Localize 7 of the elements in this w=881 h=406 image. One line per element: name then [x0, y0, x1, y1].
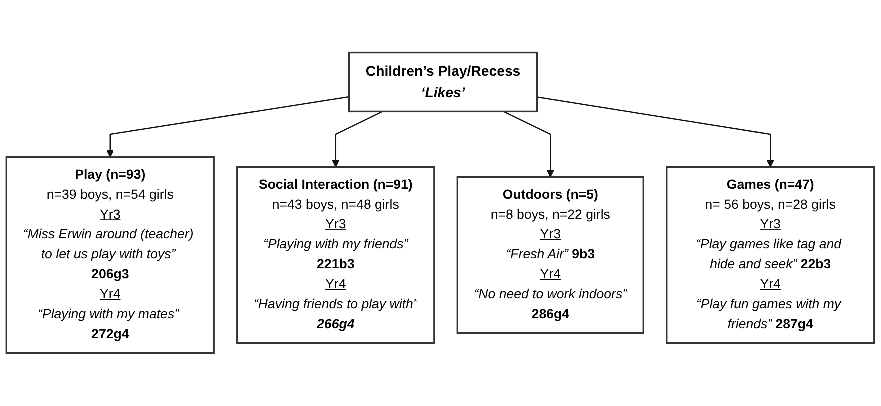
node-box: Play (n=93) n=39 boys, n=54 girls Yr3 “Miss Erwin around (teacher) to let us play with toys” 206g3 Yr4 “Playing with my mates” 272g4	[6, 156, 215, 354]
arrow	[537, 96, 774, 168]
arrow	[106, 96, 350, 158]
arrow	[332, 111, 384, 168]
node-box: Children’s Play/Recess ‘Likes’	[348, 52, 538, 113]
arrow	[504, 111, 554, 178]
node-box: Games (n=47) n= 56 boys, n=28 girls Yr3 “Play games like tag and hide and seek” 22b3 Yr4 “Play fun games with my friends” 287g4	[666, 166, 876, 344]
